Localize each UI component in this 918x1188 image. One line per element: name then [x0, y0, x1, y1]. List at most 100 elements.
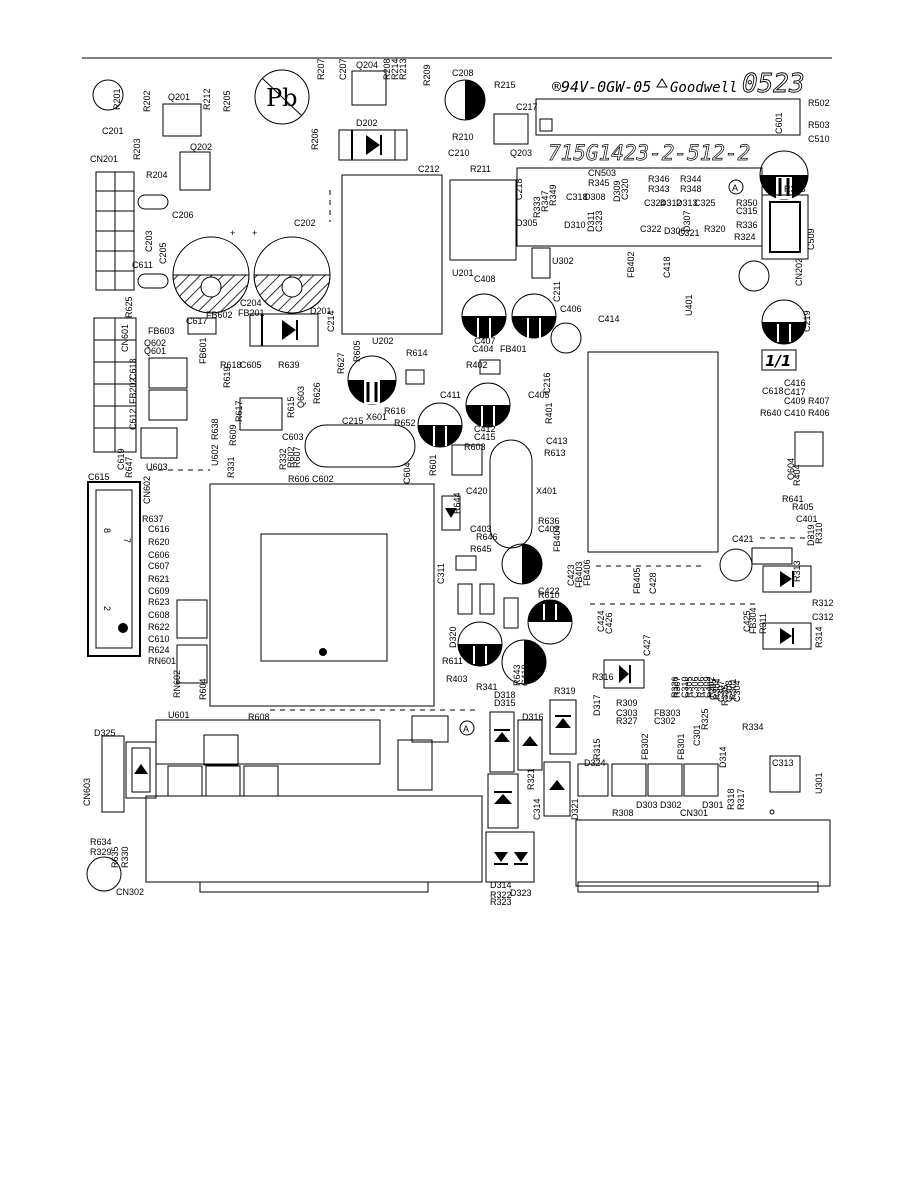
- ref-designator-c201: C201: [102, 126, 124, 136]
- ref-designator-r610: R610: [538, 590, 560, 600]
- ref-designator-r349: R349: [548, 184, 558, 206]
- ref-designator-r502: R502: [808, 98, 830, 108]
- ref-designator-c419: C419: [520, 664, 530, 686]
- d320-diode: [762, 622, 812, 650]
- ref-designator-d303: D303: [636, 800, 658, 810]
- ref-designator-u302: U302: [552, 256, 574, 266]
- c219-pad: [738, 260, 770, 292]
- cn301-pin1-dot: [769, 809, 775, 815]
- ref-designator-r305: R305: [684, 676, 694, 698]
- ref-designator-q604: Q604: [786, 458, 796, 480]
- ref-designator-fb403: FB403: [574, 561, 584, 588]
- ref-designator-r341: R341: [476, 682, 498, 692]
- d314-diode: [487, 773, 519, 829]
- ref-designator-c619: C619: [116, 448, 126, 470]
- ref-designator-x601: X601: [366, 412, 387, 422]
- ref-designator-r215: R215: [494, 80, 516, 90]
- fb404-part: [455, 555, 477, 571]
- ref-designator-c218: C218: [514, 178, 524, 200]
- ref-designator-cn602: CN602: [142, 476, 152, 504]
- ref-designator-q602: Q602: [144, 338, 166, 348]
- ref-designator-cn201: CN201: [90, 154, 118, 164]
- d323-diode-pair: [485, 831, 535, 883]
- ref-designator-r605: R605: [352, 340, 362, 362]
- d202-diode: [338, 129, 408, 161]
- q602-body: [148, 357, 188, 389]
- c601-part: [203, 734, 239, 766]
- rev-mark-2: A: [463, 724, 469, 734]
- ref-designator-u401: U401: [684, 294, 694, 316]
- cn601-block: [155, 719, 381, 765]
- ref-designator-cn601: CN601: [120, 324, 130, 352]
- ref-designator-c616: C616: [148, 524, 170, 534]
- d401-diode: [441, 495, 461, 531]
- fb401-part: [479, 359, 501, 375]
- ref-designator-d309: D309: [612, 180, 622, 202]
- ref-designator-q203: Q203: [510, 148, 532, 158]
- cn503-connector: [535, 98, 801, 136]
- ref-designator-c606: C606: [148, 550, 170, 560]
- ref-designator-c609: C609: [148, 586, 170, 596]
- date-code: 0523: [742, 69, 805, 99]
- ref-designator-c615: C615: [88, 472, 110, 482]
- ref-designator-u603: U603: [146, 462, 168, 472]
- ref-designator-r602: R602: [286, 446, 296, 468]
- page-box-text: 1/1: [765, 352, 791, 370]
- ref-designator-r344: R344: [680, 174, 702, 184]
- ref-designator-c302: C302: [654, 716, 676, 726]
- ref-designator-fb301: FB301: [676, 733, 686, 760]
- ref-designator-r333: R333: [532, 196, 542, 218]
- cn603-connector: [101, 735, 125, 813]
- ref-designator-r644: R644: [452, 492, 462, 514]
- fb301-part: [683, 763, 719, 797]
- triangle-icon: [656, 78, 668, 88]
- ref-designator-r611: R611: [442, 656, 463, 666]
- rohs-text: ®94V-0GW-05: [552, 78, 651, 96]
- ref-designator-r643: R643: [512, 664, 522, 686]
- ref-designator-r314: R314: [814, 626, 824, 648]
- fb304-pad: [719, 548, 753, 582]
- ref-designator-c304: C304: [732, 680, 742, 702]
- ref-designator-r607: R607: [292, 446, 302, 468]
- svg-text:+: +: [230, 228, 235, 238]
- s604-part: [397, 739, 433, 791]
- ref-designator-d320: D320: [448, 626, 458, 648]
- u601-die: [260, 533, 388, 662]
- ref-designator-r327: R327: [616, 716, 638, 726]
- ref-designator-d305: D305: [516, 218, 538, 228]
- ref-designator-r622: R622: [148, 622, 170, 632]
- cn301-connector: [575, 819, 831, 887]
- d319-diode: [762, 565, 812, 593]
- ref-designator-c414: C414: [598, 314, 620, 324]
- ref-designator-c320: C320: [620, 178, 630, 200]
- ref-designator-r343: R343: [648, 184, 670, 194]
- ref-designator-r404: R404: [792, 464, 802, 486]
- ref-designator-r213: R213: [398, 58, 408, 80]
- ref-designator-c424: C424: [596, 610, 606, 632]
- u201-ic: [449, 179, 517, 261]
- u603-ic: [451, 444, 483, 476]
- ref-designator-r350: R350: [736, 198, 758, 208]
- ref-designator-r204: R204: [146, 170, 168, 180]
- ref-designator-r336: R336: [736, 220, 758, 230]
- ref-designator-r407: R407: [808, 396, 830, 406]
- ref-designator-fb404: FB404: [552, 525, 562, 552]
- d325-diode: [125, 741, 157, 799]
- board-number: 715G1423-2-512-2: [548, 141, 750, 165]
- q203-body: [493, 113, 529, 145]
- c611-part: [137, 273, 169, 289]
- ref-designator-r332: R332: [278, 448, 288, 470]
- ref-designator-r335: R335: [720, 684, 730, 706]
- ref-designator-c216: C216: [542, 372, 552, 394]
- ref-designator-r325: R325: [700, 708, 710, 730]
- ref-designator-c205: C205: [158, 242, 168, 264]
- pb-free-symbol: Pb: [254, 69, 310, 125]
- ref-designator-c510: C510: [808, 134, 830, 144]
- ref-designator-c321: C321: [678, 228, 700, 238]
- ref-designator-r318: R318: [726, 788, 736, 810]
- ref-designator-c406: C406: [560, 304, 582, 314]
- d324-part: [577, 763, 609, 797]
- ref-designator-c404: C404: [472, 344, 494, 354]
- ref-designator-r617: R617: [234, 400, 244, 422]
